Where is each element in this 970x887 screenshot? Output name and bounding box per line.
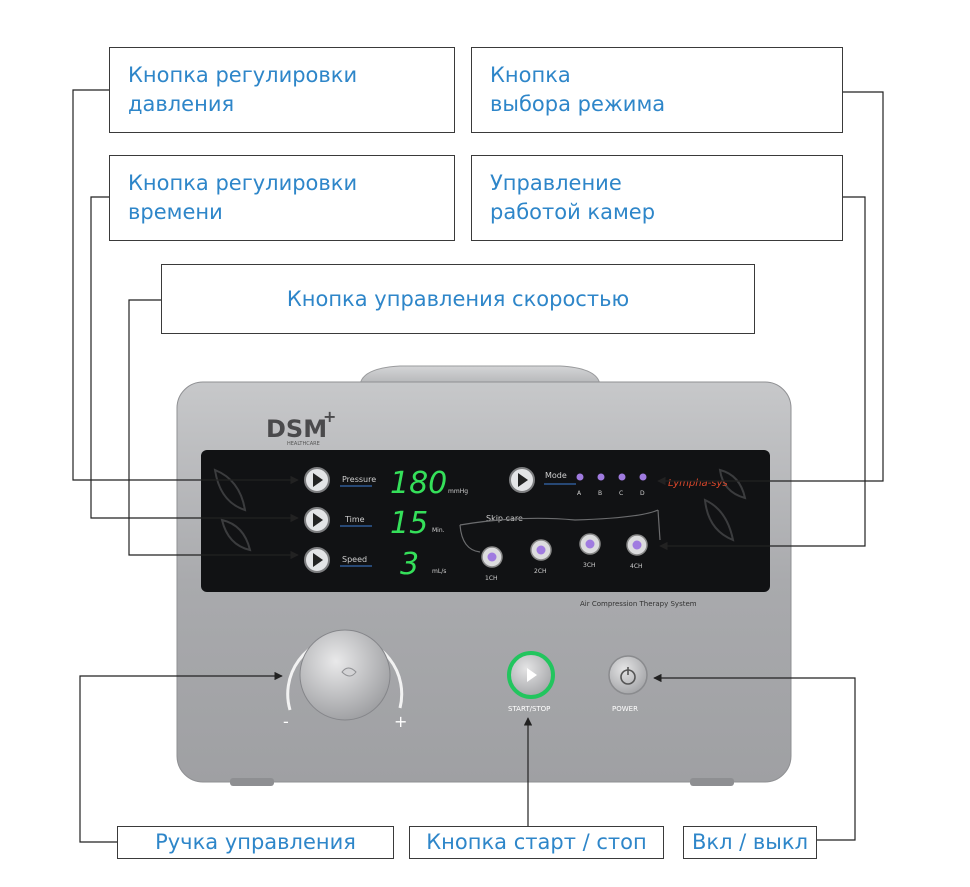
label-chamber-line1: Управление [490, 171, 622, 195]
chamber-1-label: 1CH [485, 575, 498, 582]
mode-c-label: C [619, 490, 623, 497]
label-pressure-line1: Кнопка регулировки [128, 63, 358, 87]
label-power: Вкл / выкл [683, 826, 817, 859]
connector-mode [657, 91, 884, 486]
connector-knob [79, 671, 283, 843]
play-icon [518, 473, 528, 487]
time-label: Time [344, 515, 365, 524]
label-time-button: Кнопка регулировки времени [109, 155, 455, 241]
label-start-stop: Кнопка старт / стоп [409, 826, 664, 859]
mode-a-label: A [577, 490, 582, 497]
label-chamber-line2: работой камер [490, 200, 656, 224]
mode-c-indicator [618, 473, 626, 481]
product-name: Air Compression Therapy System [580, 600, 697, 608]
label-mode-line1: Кнопка [490, 63, 571, 87]
brand-logo: DSM [266, 415, 327, 443]
speed-value: 3 [400, 547, 419, 582]
label-mode-button: Кнопка выбора режима [471, 47, 843, 133]
connector-speed [128, 299, 299, 560]
label-time-line1: Кнопка регулировки [128, 171, 358, 195]
label-knob-text: Ручка управления [155, 830, 356, 854]
play-icon [313, 553, 323, 567]
label-power-text: Вкл / выкл [691, 830, 808, 854]
chamber-2-led [536, 545, 546, 555]
knob-plus-label: + [394, 712, 407, 731]
play-icon [313, 473, 323, 487]
start-stop-label: START/STOP [508, 705, 550, 713]
time-unit: Min. [432, 527, 445, 534]
speed-label: Speed [342, 555, 367, 564]
label-speed-text: Кнопка управления скоростью [286, 286, 630, 311]
label-time-line2: времени [128, 200, 223, 224]
brand-sub: HEALTHCARE [287, 441, 320, 447]
skip-care-label: Skip care [486, 514, 523, 523]
lympha-sys-logo: Lympha-sys [668, 478, 728, 489]
label-start-stop-text: Кнопка старт / стоп [426, 830, 647, 854]
brand-plus-icon: + [323, 407, 336, 426]
chamber-4-led [632, 540, 642, 550]
label-speed-button: Кнопка управления скоростью [161, 264, 755, 334]
knob-minus-label: - [283, 712, 289, 731]
label-pressure-line2: давления [128, 92, 235, 116]
label-pressure-button: Кнопка регулировки давления [109, 47, 455, 133]
mode-b-indicator [597, 473, 605, 481]
pressure-unit: mmHg [448, 488, 468, 495]
connector-pressure [72, 89, 299, 485]
mode-d-label: D [640, 490, 645, 497]
device-foot-right [690, 778, 734, 786]
power-label: POWER [612, 705, 638, 713]
mode-d-indicator [639, 473, 647, 481]
chamber-3-label: 3CH [583, 562, 596, 569]
speed-unit: mL/s [432, 568, 446, 575]
device-handle [359, 365, 601, 386]
mode-a-indicator [576, 473, 584, 481]
play-icon [527, 668, 537, 682]
label-chamber-control: Управление работой камер [471, 155, 843, 241]
chamber-3-led [585, 539, 595, 549]
chamber-4-label: 4CH [630, 563, 643, 570]
mode-b-label: B [598, 490, 602, 497]
mode-label: Mode [545, 471, 567, 480]
knob-grip-icon [341, 667, 357, 677]
play-icon [313, 513, 323, 527]
connector-chambers [659, 196, 866, 551]
connector-time [90, 196, 299, 523]
chamber-2-label: 2CH [534, 568, 547, 575]
connector-power [653, 673, 856, 841]
label-mode-line2: выбора режима [490, 92, 666, 116]
pressure-value: 180 [390, 466, 447, 501]
device-foot-left [230, 778, 274, 786]
pressure-label: Pressure [342, 475, 376, 484]
chamber-1-led [487, 552, 497, 562]
label-control-knob: Ручка управления [117, 826, 394, 859]
time-value: 15 [390, 506, 428, 541]
body-silhouette-icon [459, 509, 661, 553]
